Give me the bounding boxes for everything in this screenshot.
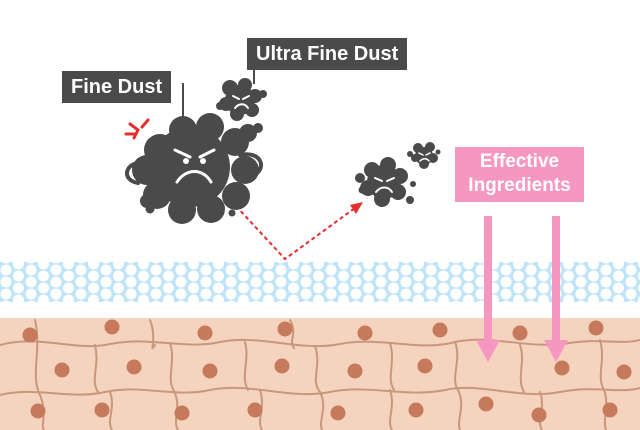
skin-layer <box>0 318 640 430</box>
anger-mark-icon <box>124 118 150 140</box>
fine-dust-label: Fine Dust <box>62 71 172 103</box>
down-arrow-icon <box>476 216 500 362</box>
effective-ingredients-label: Effective Ingredients <box>455 147 584 202</box>
down-arrow-icon <box>544 216 568 362</box>
effective-ingredients-line2: Ingredients <box>468 175 571 196</box>
fine-dust-label-text: Fine Dust <box>71 76 163 98</box>
ultra-fine-dust-icon <box>355 157 416 207</box>
effective-ingredients-line1: Effective <box>479 151 560 172</box>
fine-dust-icon <box>125 113 263 224</box>
dashed-arrow-icon <box>235 202 363 261</box>
ultra-fine-dust-icon <box>216 78 267 121</box>
ultra-fine-dust-label: Ultra Fine Dust <box>247 38 408 70</box>
ultra-fine-dust-icon <box>407 142 441 169</box>
ultra-fine-dust-label-text: Ultra Fine Dust <box>256 43 399 65</box>
barrier-layer <box>0 262 640 302</box>
